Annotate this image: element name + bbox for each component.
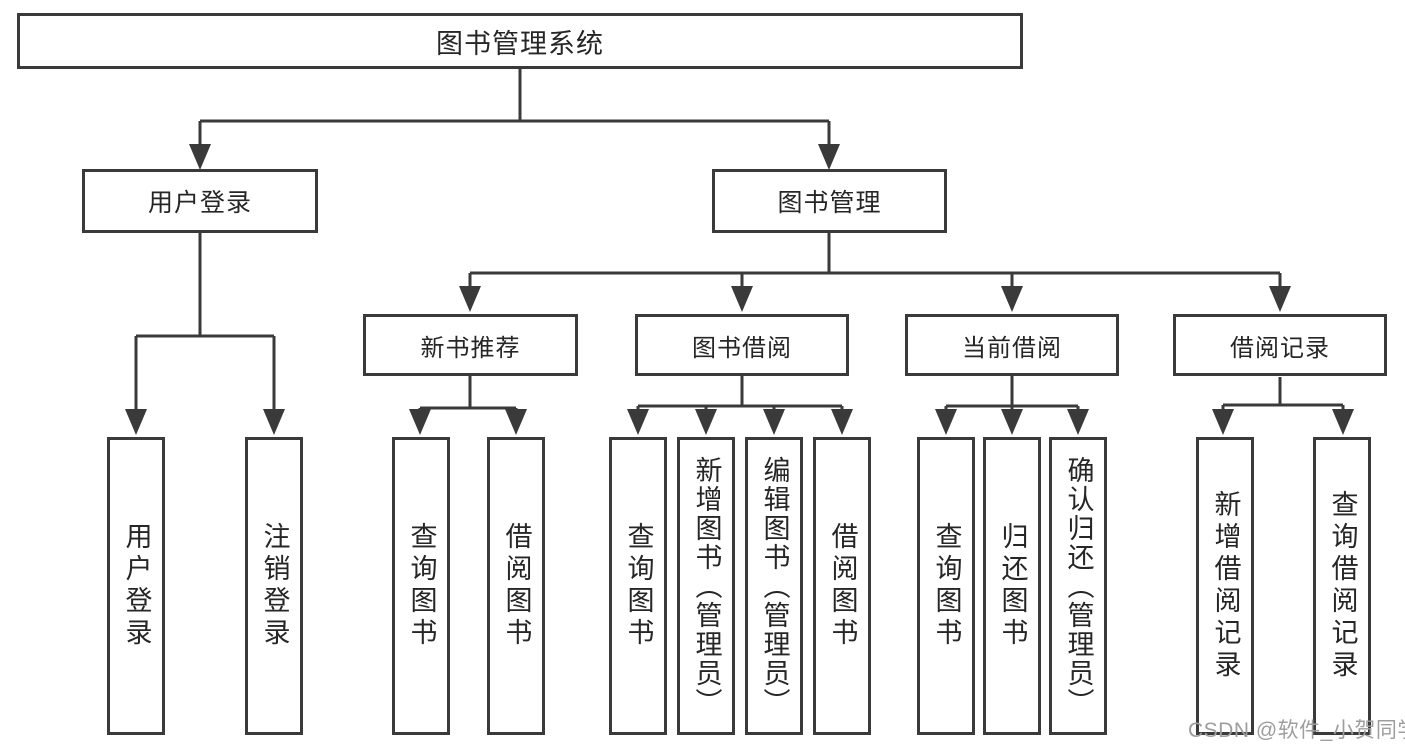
arrowhead-leaf-1 (125, 409, 147, 435)
node-user-login: 用户登录 (82, 169, 318, 233)
arrowhead-current-borrow (1001, 286, 1023, 312)
node-system-root-label: 图书管理系统 (436, 28, 604, 59)
node-borrow-record-label: 借阅记录 (1230, 334, 1330, 362)
leaf-query-book-2: 查询图书 (609, 437, 667, 735)
leaf-query-book-2-label: 查询图书 (623, 522, 654, 650)
arrowhead-leaf-5 (627, 409, 649, 435)
leaf-add-borrow-record: 新增借阅记录 (1196, 437, 1254, 735)
leaf-add-book-admin: 新增图书（管理员） (677, 437, 735, 735)
arrowhead-leaf-8 (831, 409, 853, 435)
arrowhead-book-borrow (731, 286, 753, 312)
leaf-return-book-label: 归还图书 (997, 522, 1028, 650)
leaf-user-login-label: 用户登录 (121, 522, 152, 650)
node-book-management: 图书管理 (712, 169, 947, 233)
arrowhead-leaf-4 (505, 409, 527, 435)
arrowhead-leaf-3 (409, 409, 431, 435)
node-current-borrow: 当前借阅 (905, 314, 1119, 376)
arrowhead-leaf-11 (1067, 409, 1089, 435)
leaf-query-book-3-label: 查询图书 (931, 522, 962, 650)
arrowhead-leaf-2 (263, 409, 285, 435)
node-system-root: 图书管理系统 (17, 13, 1023, 69)
leaf-user-login: 用户登录 (107, 437, 165, 735)
leaf-logout: 注销登录 (245, 437, 303, 735)
arrowhead-leaf-7 (763, 409, 785, 435)
arrowhead-book-mgmt (818, 144, 840, 170)
arrowhead-leaf-10 (1001, 409, 1023, 435)
node-current-borrow-label: 当前借阅 (962, 334, 1062, 362)
node-book-borrow-label: 图书借阅 (692, 334, 792, 362)
leaf-query-borrow-record-label: 查询借阅记录 (1327, 490, 1358, 682)
node-new-book-recommend: 新书推荐 (363, 314, 578, 376)
csdn-watermark: CSDN @软件_小贺同学 (1188, 719, 1405, 742)
leaf-query-book-1-label: 查询图书 (406, 522, 437, 650)
arrowhead-user-login (189, 144, 211, 170)
node-book-borrow: 图书借阅 (635, 314, 849, 376)
leaf-logout-label: 注销登录 (259, 522, 290, 650)
leaf-borrow-book-2: 借阅图书 (813, 437, 871, 735)
leaf-query-book-1: 查询图书 (392, 437, 450, 735)
leaf-confirm-return-admin-label: 确认归还（管理员） (1063, 455, 1094, 717)
arrowhead-leaf-9 (935, 409, 957, 435)
leaf-add-borrow-record-label: 新增借阅记录 (1210, 490, 1241, 682)
leaf-borrow-book-2-label: 借阅图书 (827, 522, 858, 650)
node-user-login-label: 用户登录 (147, 189, 252, 217)
node-borrow-record: 借阅记录 (1173, 314, 1387, 376)
arrowhead-leaf-12 (1212, 409, 1234, 435)
arrowhead-new-book (459, 286, 481, 312)
leaf-edit-book-admin-label: 编辑图书（管理员） (759, 455, 790, 717)
leaf-confirm-return-admin: 确认归还（管理员） (1049, 437, 1107, 735)
node-book-management-label: 图书管理 (777, 189, 882, 217)
arrowhead-leaf-13 (1332, 409, 1354, 435)
leaf-add-book-admin-label: 新增图书（管理员） (691, 455, 722, 717)
leaf-borrow-book-1-label: 借阅图书 (501, 522, 532, 650)
arrowheads (125, 144, 1354, 435)
leaf-query-book-3: 查询图书 (917, 437, 975, 735)
leaf-query-borrow-record: 查询借阅记录 (1313, 437, 1371, 735)
node-new-book-recommend-label: 新书推荐 (420, 334, 521, 362)
leaf-borrow-book-1: 借阅图书 (487, 437, 545, 735)
arrowhead-borrow-record (1269, 286, 1291, 312)
leaf-edit-book-admin: 编辑图书（管理员） (745, 437, 803, 735)
leaf-return-book: 归还图书 (983, 437, 1041, 735)
arrowhead-leaf-6 (695, 409, 717, 435)
